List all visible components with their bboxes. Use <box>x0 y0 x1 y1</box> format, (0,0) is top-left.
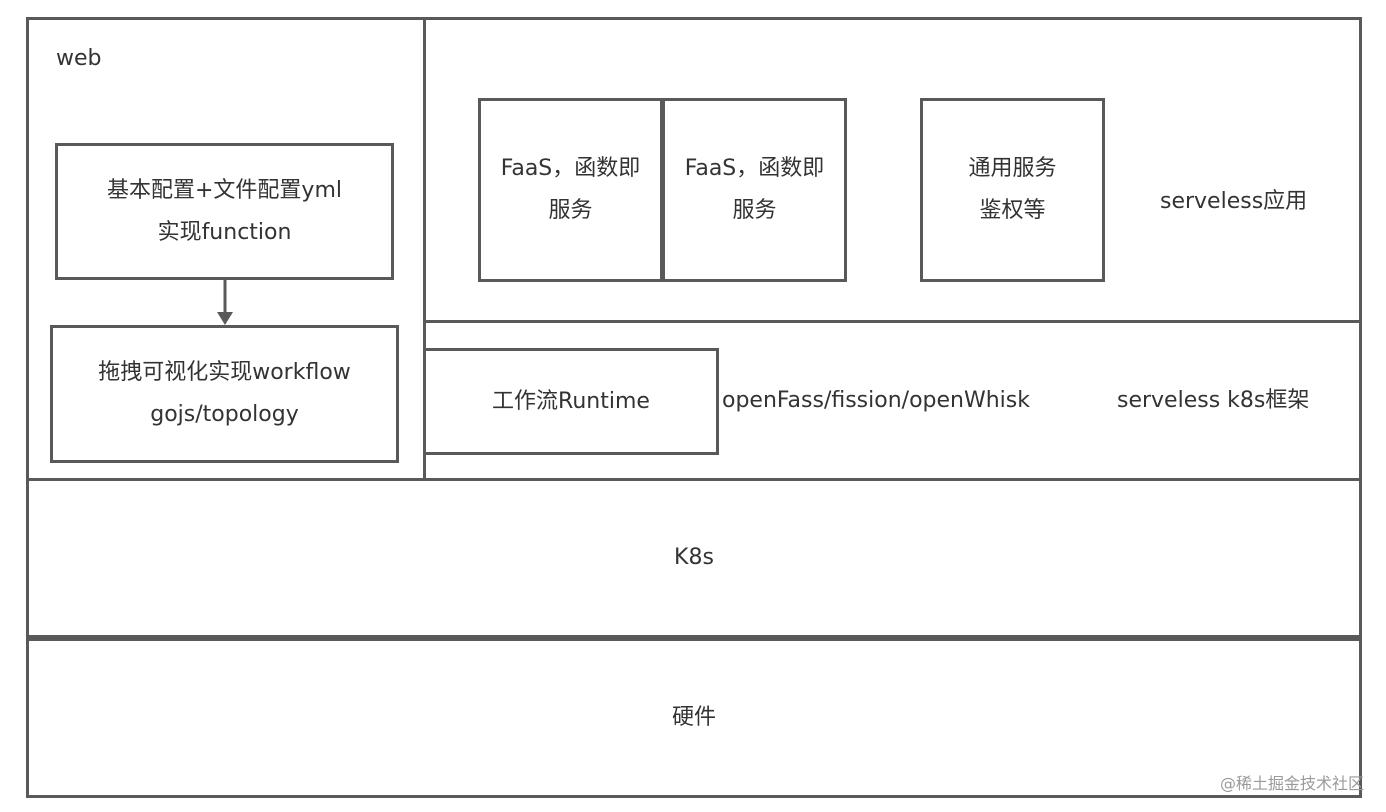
common-service-line1: 通用服务 <box>968 156 1057 181</box>
faas-box-2-line2: 服务 <box>732 198 777 223</box>
workflow-box-line2: gojs/topology <box>150 402 299 427</box>
serverless-app-label: serveless应用 <box>1160 189 1308 214</box>
config-box-line2: 实现function <box>157 219 292 245</box>
runtime-box: 工作流Runtime <box>423 348 719 455</box>
hardware-layer: 硬件 <box>26 638 1362 798</box>
workflow-box-line1: 拖拽可视化实现workflow <box>98 360 351 385</box>
flow-arrow-head <box>217 312 233 325</box>
workflow-box: 拖拽可视化实现workflow gojs/topology <box>50 325 399 463</box>
config-box-line1: 基本配置+文件配置yml <box>107 177 342 203</box>
hardware-label: 硬件 <box>671 705 716 730</box>
k8s-layer: K8s <box>26 478 1362 638</box>
config-box: 基本配置+文件配置yml 实现function <box>55 143 394 280</box>
runtime-label: 工作流Runtime <box>492 388 650 414</box>
common-service-box: 通用服务 鉴权等 <box>920 98 1105 282</box>
faas-box-2: FaaS，函数即 服务 <box>662 98 847 282</box>
faas-box-1-line2: 服务 <box>548 198 593 223</box>
framework-label: serveless k8s框架 <box>1117 388 1310 413</box>
faas-box-2-line1: FaaS，函数即 <box>684 156 825 181</box>
framework-implementations: openFass/fission/openWhisk <box>722 388 1030 413</box>
flow-arrow <box>217 278 233 325</box>
common-service-line2: 鉴权等 <box>979 198 1046 223</box>
k8s-label: K8s <box>674 545 714 570</box>
watermark: @稀土掘金技术社区 <box>1219 774 1364 793</box>
web-title: web <box>56 46 102 71</box>
faas-box-1-line1: FaaS，函数即 <box>500 156 641 181</box>
faas-box-1: FaaS，函数即 服务 <box>478 98 663 282</box>
